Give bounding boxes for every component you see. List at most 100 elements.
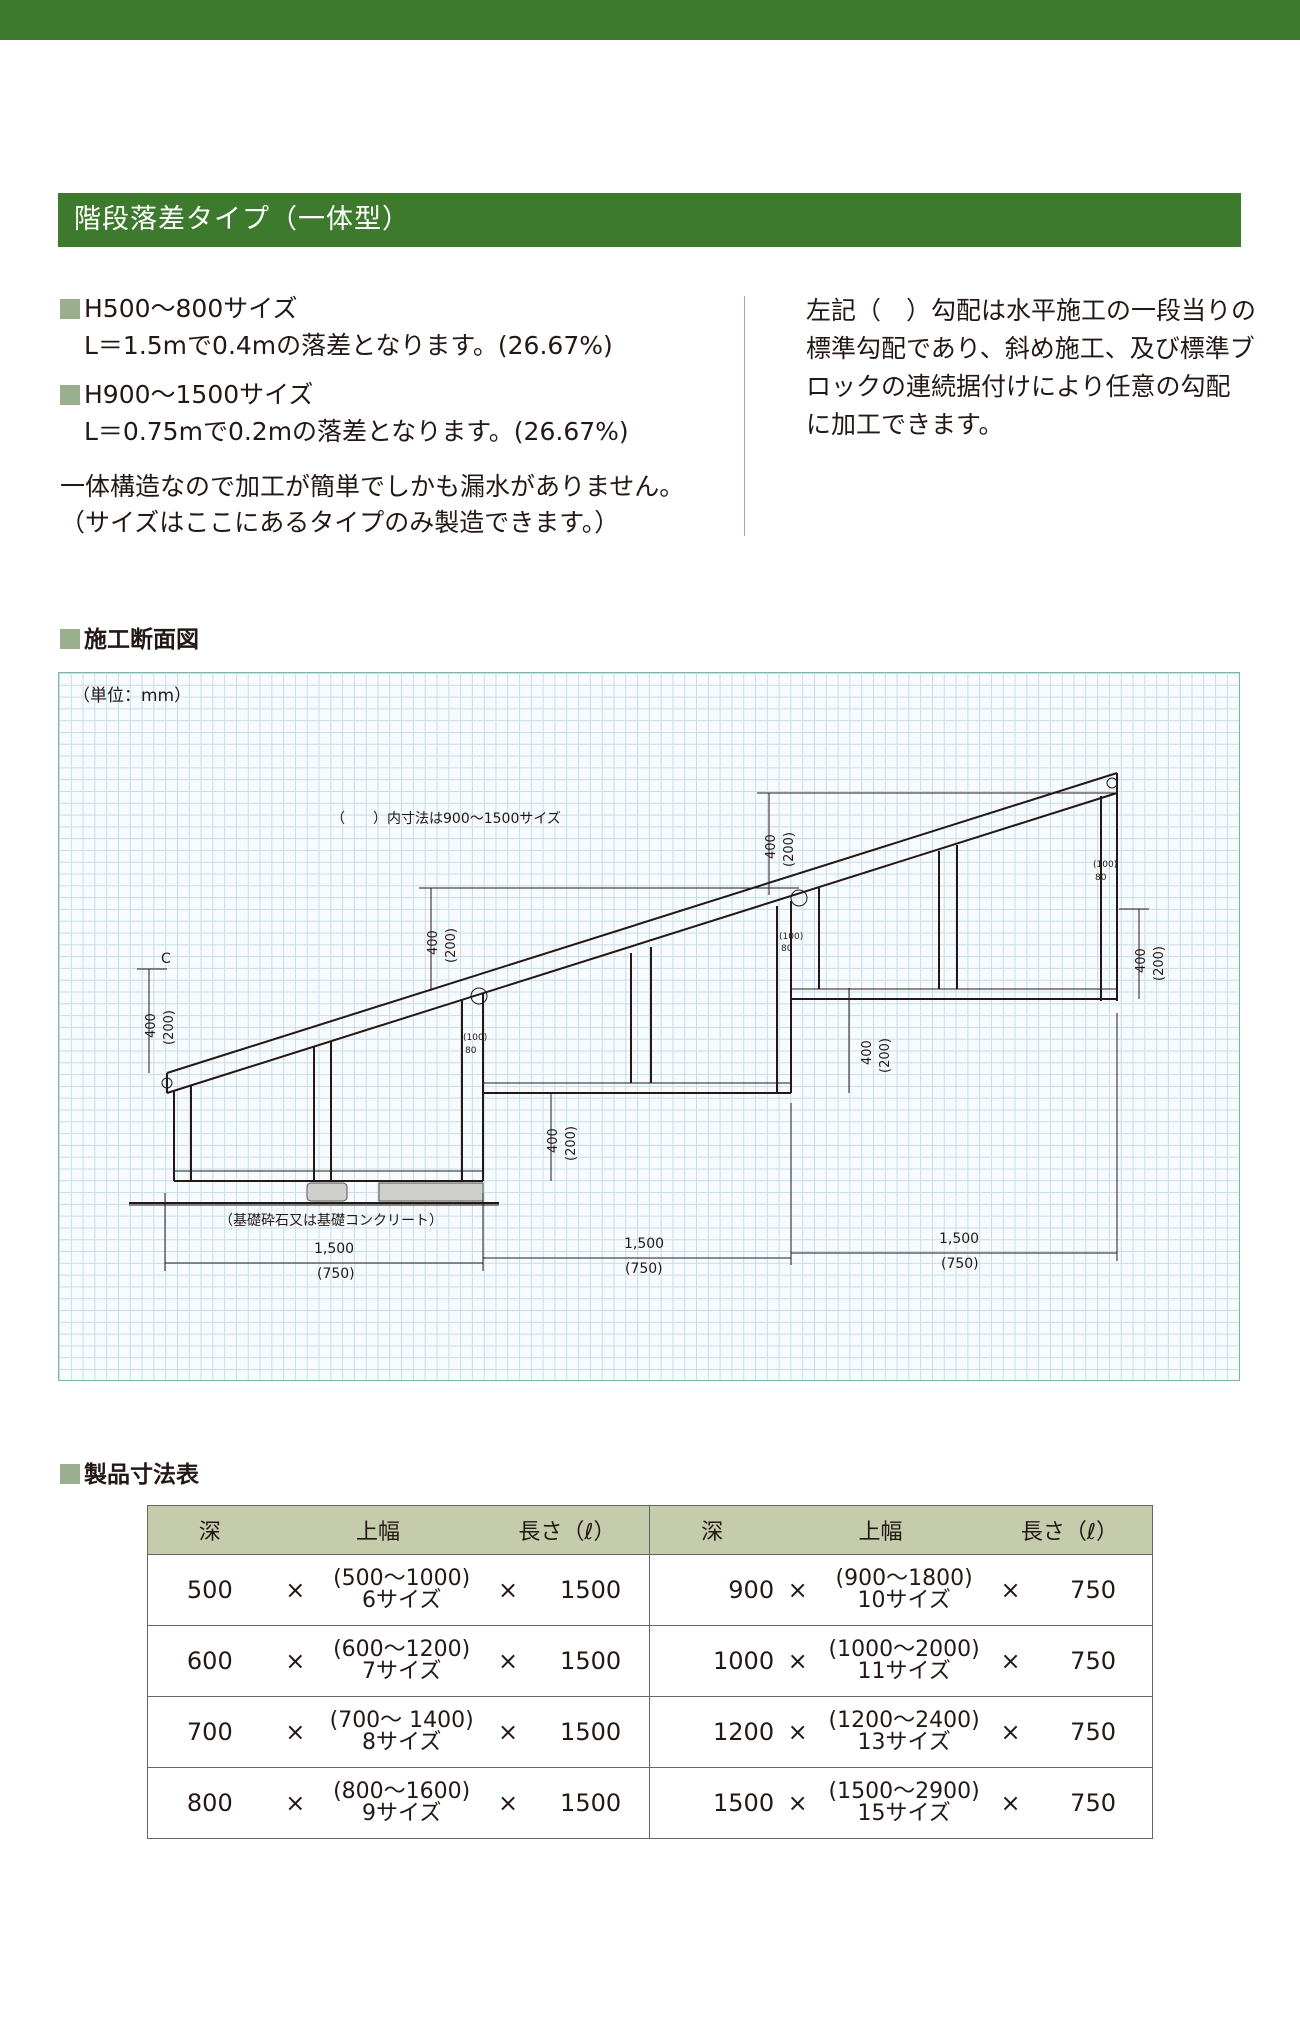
header-length-2: 長さ（ℓ） xyxy=(986,1505,1153,1555)
item1-text: L＝1.5mで0.4mの落差となります。(26.67%) xyxy=(84,331,613,360)
width-range: (1200～2400) xyxy=(828,1708,980,1733)
table-heading-text: 製品寸法表 xyxy=(84,1462,199,1488)
width-range: (800～1600) xyxy=(333,1779,471,1804)
dim-200-step: (200) xyxy=(878,1038,893,1073)
length-cell: 1500 xyxy=(531,1554,651,1626)
right-paragraph: 左記（ ）勾配は水平施工の一段当りの 標準勾配であり、斜め施工、及び標準ブ ロッ… xyxy=(806,292,1257,444)
depth-cell: 500 xyxy=(146,1554,272,1626)
width-range: (500～1000) xyxy=(333,1566,471,1591)
dim-80-3: 80 xyxy=(1095,873,1107,883)
length-cell: 1500 xyxy=(531,1767,651,1839)
width-size: 10サイズ xyxy=(857,1588,951,1613)
times-symbol: × xyxy=(484,1696,532,1768)
dim-400-step: 400 xyxy=(860,1040,875,1065)
depth-cell: 900 xyxy=(649,1554,775,1626)
times-symbol: × xyxy=(271,1767,319,1839)
square-bullet-icon xyxy=(60,385,80,405)
width-size: 9サイズ xyxy=(362,1801,442,1826)
dim-100-1: (100) xyxy=(463,1033,487,1043)
table-row: 700 × (700～ 1400)8サイズ × 1500 1200 × (120… xyxy=(146,1696,1154,1768)
length-cell: 750 xyxy=(1034,1625,1154,1697)
times-symbol: × xyxy=(986,1625,1035,1697)
width-cell: (1500～2900)15サイズ xyxy=(821,1767,987,1839)
depth-cell: 1000 xyxy=(649,1625,775,1697)
square-bullet-icon xyxy=(60,299,80,319)
depth-cell: 700 xyxy=(146,1696,272,1768)
width-range: (700～ 1400) xyxy=(329,1708,474,1733)
square-bullet-icon xyxy=(60,1464,80,1484)
width-size: 15サイズ xyxy=(857,1801,951,1826)
right-line: 標準勾配であり、斜め施工、及び標準ブ xyxy=(806,334,1255,363)
item1-title-line: H500～800サイズ xyxy=(60,290,297,328)
header-width: 上幅 xyxy=(271,1505,485,1555)
dim-400-lower: 400 xyxy=(546,1128,561,1153)
width-cell: (900～1800)10サイズ xyxy=(821,1554,987,1626)
table-heading: 製品寸法表 xyxy=(60,1455,199,1489)
section-title: 階段落差タイプ（一体型） xyxy=(58,193,1241,247)
width-cell: (1200～2400)13サイズ xyxy=(821,1696,987,1768)
dim-750-b: (750) xyxy=(625,1261,663,1277)
dimension-table: 深 上幅 長さ（ℓ） 深 上幅 長さ（ℓ） 500 × (500～1000)6サ… xyxy=(146,1505,1154,1839)
dim-200-right: (200) xyxy=(1152,946,1167,981)
right-line: 左記（ ）勾配は水平施工の一段当りの xyxy=(806,296,1257,325)
dim-1500-c: 1,500 xyxy=(939,1231,979,1247)
table-row: 800 × (800～1600)9サイズ × 1500 1500 × (1500… xyxy=(146,1767,1154,1839)
width-range: (1000～2000) xyxy=(828,1637,980,1662)
dim-400-right: 400 xyxy=(1134,948,1149,973)
width-cell: (1000～2000)11サイズ xyxy=(821,1625,987,1697)
diagram-svg: （ ）内寸法は900～1500サイズ C （基礎砕石又は基礎コンクリート） 1,… xyxy=(129,772,1167,1282)
dim-750-a: (750) xyxy=(317,1266,355,1282)
unit-label: （単位：mm） xyxy=(73,686,192,706)
times-symbol: × xyxy=(986,1767,1035,1839)
base-label: （基礎砕石又は基礎コンクリート） xyxy=(219,1212,443,1229)
width-cell: (800～1600)9サイズ xyxy=(318,1767,485,1839)
table-row: 600 × (600～1200)7サイズ × 1500 1000 × (1000… xyxy=(146,1625,1154,1697)
header-width-2: 上幅 xyxy=(774,1505,987,1555)
times-symbol: × xyxy=(484,1767,532,1839)
times-symbol: × xyxy=(484,1625,532,1697)
length-cell: 750 xyxy=(1034,1554,1154,1626)
length-cell: 750 xyxy=(1034,1696,1154,1768)
item2-title-line: H900～1500サイズ xyxy=(60,376,313,414)
width-cell: (600～1200)7サイズ xyxy=(318,1625,485,1697)
diagram-note: （ ）内寸法は900～1500サイズ xyxy=(331,811,561,827)
slab-top-line xyxy=(166,772,1118,1074)
header-depth-2: 深 xyxy=(649,1505,775,1555)
dim-1500-b: 1,500 xyxy=(624,1236,664,1252)
dim-200-upper: (200) xyxy=(782,832,797,867)
dim-200-mid: (200) xyxy=(444,928,459,963)
times-symbol: × xyxy=(986,1554,1035,1626)
label-c: C xyxy=(161,951,171,967)
item2-title: H900～1500サイズ xyxy=(84,380,314,409)
header-depth: 深 xyxy=(146,1505,272,1555)
dim-400-left: 400 xyxy=(144,1013,159,1038)
length-cell: 750 xyxy=(1034,1767,1154,1839)
dim-400-mid: 400 xyxy=(426,930,441,955)
times-symbol: × xyxy=(774,1625,822,1697)
width-range: (1500～2900) xyxy=(828,1779,980,1804)
times-symbol: × xyxy=(986,1696,1035,1768)
width-cell: (700～ 1400)8サイズ xyxy=(318,1696,485,1768)
dim-200-lower: (200) xyxy=(564,1126,579,1161)
times-symbol: × xyxy=(774,1767,822,1839)
depth-cell: 600 xyxy=(146,1625,272,1697)
column-divider xyxy=(744,296,745,536)
width-cell: (500～1000)6サイズ xyxy=(318,1554,485,1626)
note-line-1: 一体構造なので加工が簡単でしかも漏水がありません。 xyxy=(60,472,685,501)
width-range: (900～1800) xyxy=(835,1566,973,1591)
times-symbol: × xyxy=(271,1554,319,1626)
times-symbol: × xyxy=(774,1696,822,1768)
dim-80-2: 80 xyxy=(781,944,793,954)
dim-200-left: (200) xyxy=(162,1010,177,1045)
dim-100-2: (100) xyxy=(779,932,803,942)
header-length: 長さ（ℓ） xyxy=(484,1505,651,1555)
table-header-row: 深 上幅 長さ（ℓ） 深 上幅 長さ（ℓ） xyxy=(146,1505,1153,1555)
length-cell: 1500 xyxy=(531,1625,651,1697)
item1-title: H500～800サイズ xyxy=(84,294,298,323)
times-symbol: × xyxy=(271,1625,319,1697)
top-bar xyxy=(0,0,1300,40)
item2-text: L＝0.75mで0.2mの落差となります。(26.67%) xyxy=(84,417,629,446)
times-symbol: × xyxy=(271,1696,319,1768)
times-symbol: × xyxy=(484,1554,532,1626)
slab-bottom-line xyxy=(166,792,1118,1094)
